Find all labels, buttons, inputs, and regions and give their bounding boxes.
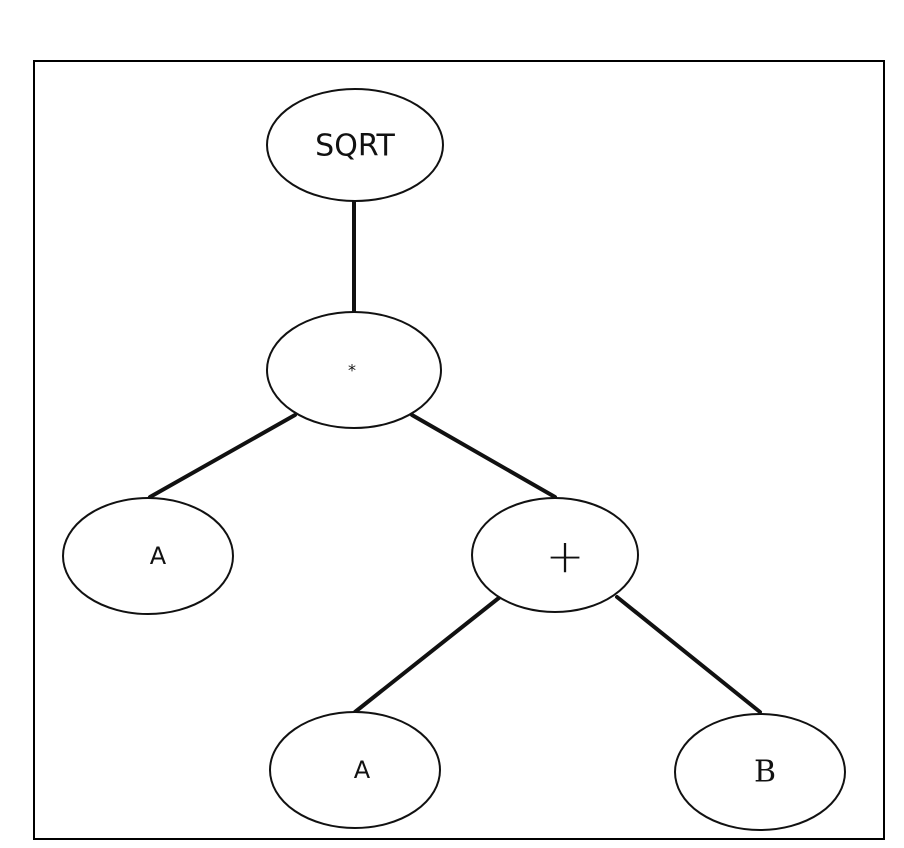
node-multiply: * bbox=[266, 311, 442, 429]
node-plus-label: + bbox=[546, 529, 585, 583]
edge-plus-inner-b bbox=[615, 595, 762, 714]
node-sqrt-label: SQRT bbox=[315, 129, 395, 164]
node-left-a: A bbox=[62, 497, 234, 615]
node-sqrt: SQRT bbox=[266, 88, 444, 202]
node-plus: + bbox=[471, 497, 639, 613]
node-inner-b-label: B bbox=[754, 755, 776, 790]
diagram-frame bbox=[33, 60, 885, 840]
edge-plus-inner-a bbox=[353, 595, 502, 714]
node-inner-a-label: A bbox=[354, 756, 371, 784]
node-left-a-label: A bbox=[150, 542, 167, 570]
node-inner-b: B bbox=[674, 713, 846, 831]
edge-multiply-left-a bbox=[148, 413, 297, 499]
node-inner-a: A bbox=[269, 711, 441, 829]
edge-multiply-plus bbox=[410, 413, 557, 499]
node-multiply-label: * bbox=[348, 361, 356, 380]
